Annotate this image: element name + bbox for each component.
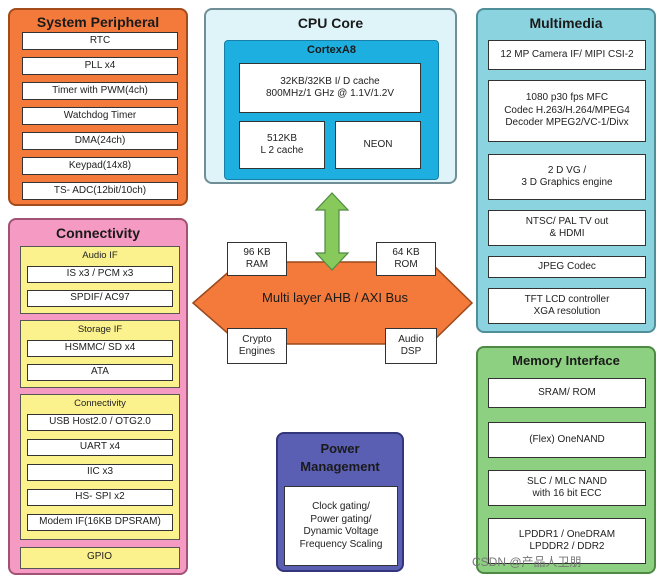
power-management-panel: Power Management Clock gating/ Power gat… [276,432,404,572]
hsmmc-sd-box: HSMMC/ SD x4 [27,340,173,357]
audio-if-title: Audio IF [82,250,118,261]
storage-if-group: Storage IF HSMMC/ SD x4 ATA [20,320,180,388]
memory-interface-title: Memory Interface [512,353,620,368]
tft-lcd-box: TFT LCD controller XGA resolution [488,288,646,324]
cortex-a8-block: CortexA8 32KB/32KB I/ D cache 800MHz/1 G… [224,40,439,180]
rom-box: 64 KB ROM [376,242,436,276]
rtc-box: RTC [22,32,178,50]
dma-box: DMA(24ch) [22,132,178,150]
l2-cache-box: 512KB L 2 cache [239,121,325,169]
modem-if-box: Modem IF(16KB DPSRAM) [27,514,173,531]
cpu-core-title: CPU Core [297,15,364,31]
ram-box: 96 KB RAM [227,242,287,276]
nand-box: SLC / MLC NAND with 16 bit ECC [488,470,646,506]
storage-if-title: Storage IF [77,324,123,335]
iic-box: IIC x3 [27,464,173,481]
crypto-engines-box: Crypto Engines [227,328,287,364]
mfc-box: 1080 p30 fps MFC Codec H.263/H.264/MPEG4… [488,80,646,142]
power-management-title: Power Management [300,441,380,474]
bus-label: Multi layer AHB / AXI Bus [262,290,408,305]
usb-otg-box: USB Host2.0 / OTG2.0 [27,414,173,431]
gpio-box: GPIO [86,551,112,563]
system-peripheral-panel: System Peripheral RTC PLL x4 Timer with … [8,8,188,206]
is-pcm-box: IS x3 / PCM x3 [27,266,173,283]
audio-if-group: Audio IF IS x3 / PCM x3 SPDIF/ AC97 [20,246,180,314]
connectivity-title: Connectivity [55,225,140,241]
power-detail-box: Clock gating/ Power gating/ Dynamic Volt… [284,486,398,566]
sram-rom-box: SRAM/ ROM [488,378,646,408]
connectivity-group: Connectivity USB Host2.0 / OTG2.0 UART x… [20,394,180,540]
tv-out-hdmi-box: NTSC/ PAL TV out & HDMI [488,210,646,246]
audio-dsp-box: Audio DSP [385,328,437,364]
cache-box: 32KB/32KB I/ D cache 800MHz/1 GHz @ 1.1V… [239,63,421,113]
uart-box: UART x4 [27,439,173,456]
timer-pwm-box: Timer with PWM(4ch) [22,82,178,100]
watchdog-timer-box: Watchdog Timer [22,107,178,125]
connectivity-group-title: Connectivity [74,398,126,409]
cortex-a8-title: CortexA8 [307,44,356,56]
gpio-group: GPIO [20,547,180,569]
neon-box: NEON [335,121,421,169]
cpu-core-panel: CPU Core CortexA8 32KB/32KB I/ D cache 8… [204,8,457,184]
multimedia-panel: Multimedia 12 MP Camera IF/ MIPI CSI-2 1… [476,8,656,333]
hs-spi-box: HS- SPI x2 [27,489,173,506]
connectivity-panel: Connectivity Audio IF IS x3 / PCM x3 SPD… [8,218,188,575]
cpu-bus-connector-arrow [314,192,350,271]
camera-if-box: 12 MP Camera IF/ MIPI CSI-2 [488,40,646,70]
watermark: CSDN @产品人卫朋 [472,555,582,569]
pll-box: PLL x4 [22,57,178,75]
graphics-engine-box: 2 D VG / 3 D Graphics engine [488,154,646,200]
jpeg-codec-box: JPEG Codec [488,256,646,278]
keypad-box: Keypad(14x8) [22,157,178,175]
onenand-box: (Flex) OneNAND [488,422,646,458]
multimedia-title: Multimedia [529,15,603,31]
system-peripheral-title: System Peripheral [36,14,160,30]
lpddr-box: LPDDR1 / OneDRAM LPDDR2 / DDR2 [488,518,646,564]
ata-box: ATA [27,364,173,381]
memory-interface-panel: Memory Interface SRAM/ ROM (Flex) OneNAN… [476,346,656,574]
spdif-ac97-box: SPDIF/ AC97 [27,290,173,307]
ts-adc-box: TS- ADC(12bit/10ch) [22,182,178,200]
